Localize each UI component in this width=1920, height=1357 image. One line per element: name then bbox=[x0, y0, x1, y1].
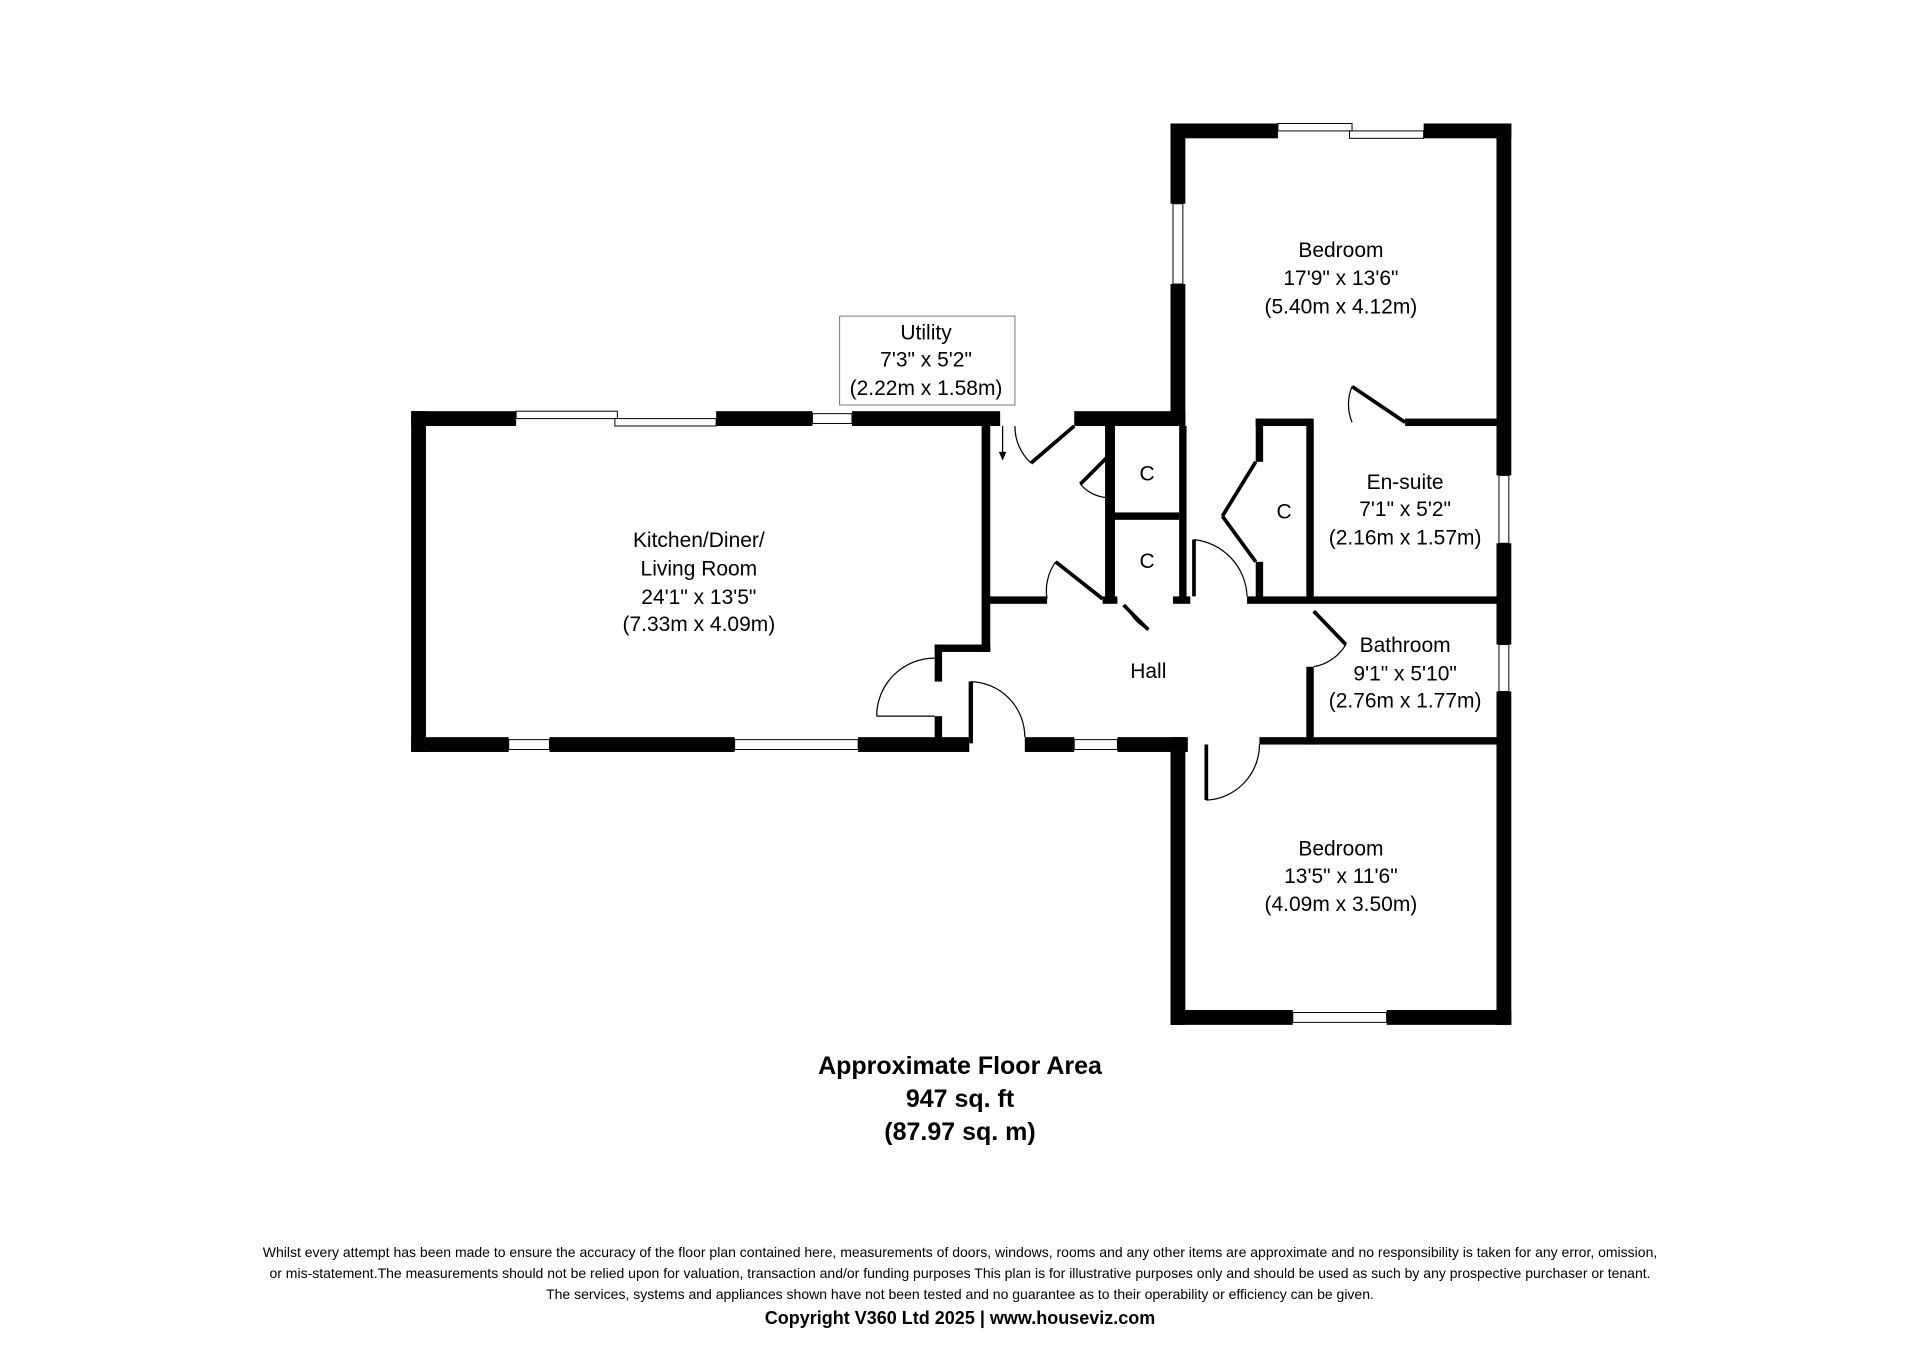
bedroom1-name: Bedroom bbox=[1298, 239, 1383, 262]
disclaimer-line-1: Whilst every attempt has been made to en… bbox=[262, 1244, 1658, 1260]
disclaimer: Whilst every attempt has been made to en… bbox=[0, 1242, 1920, 1331]
bedroom2-name: Bedroom bbox=[1298, 838, 1383, 861]
bathroom-metric: (2.76m x 1.77m) bbox=[1329, 690, 1482, 713]
bedroom2-metric: (4.09m x 3.50m) bbox=[1265, 893, 1418, 916]
bedroom1-imperial: 17'9" x 13'6" bbox=[1283, 267, 1398, 290]
doors bbox=[876, 384, 1407, 801]
floor-area-metric: (87.97 sq. m) bbox=[884, 1118, 1036, 1146]
utility-label-box bbox=[839, 315, 1016, 406]
floor-area-title: Approximate Floor Area bbox=[818, 1052, 1102, 1080]
kitchen-imperial: 24'1" x 13'5" bbox=[641, 586, 756, 609]
utility-imperial: 7'3" x 5'2" bbox=[880, 349, 972, 372]
bathroom-name: Bathroom bbox=[1360, 634, 1451, 657]
kitchen-metric: (7.33m x 4.09m) bbox=[622, 613, 775, 636]
kitchen-name: Kitchen/Diner/ bbox=[633, 529, 765, 552]
ensuite-metric: (2.16m x 1.57m) bbox=[1329, 527, 1482, 550]
cupboard-label: C bbox=[1139, 462, 1154, 485]
bedroom1-metric: (5.40m x 4.12m) bbox=[1265, 296, 1418, 319]
utility-name: Utility bbox=[900, 322, 952, 345]
kitchen-name-2: Living Room bbox=[641, 557, 758, 580]
cupboard-label: C bbox=[1139, 550, 1154, 573]
utility-metric: (2.22m x 1.58m) bbox=[850, 377, 1003, 400]
bathroom-imperial: 9'1" x 5'10" bbox=[1353, 662, 1456, 685]
ensuite-imperial: 7'1" x 5'2" bbox=[1359, 498, 1451, 521]
disclaimer-line-3: The services, systems and appliances sho… bbox=[546, 1286, 1374, 1302]
disclaimer-line-2: or mis-statement.The measurements should… bbox=[269, 1265, 1651, 1281]
copyright: Copyright V360 Ltd 2025 | www.houseviz.c… bbox=[764, 1308, 1156, 1328]
floor-area-imperial: 947 sq. ft bbox=[905, 1085, 1015, 1113]
floor-area-summary: Approximate Floor Area 947 sq. ft (87.97… bbox=[0, 1050, 1920, 1149]
windows bbox=[508, 122, 1510, 1023]
walls bbox=[411, 123, 1512, 1025]
bedroom2-imperial: 13'5" x 11'6" bbox=[1284, 865, 1398, 888]
ensuite-name: En-suite bbox=[1367, 471, 1444, 494]
hall-name: Hall bbox=[1130, 660, 1166, 683]
cupboard-label: C bbox=[1277, 501, 1292, 524]
